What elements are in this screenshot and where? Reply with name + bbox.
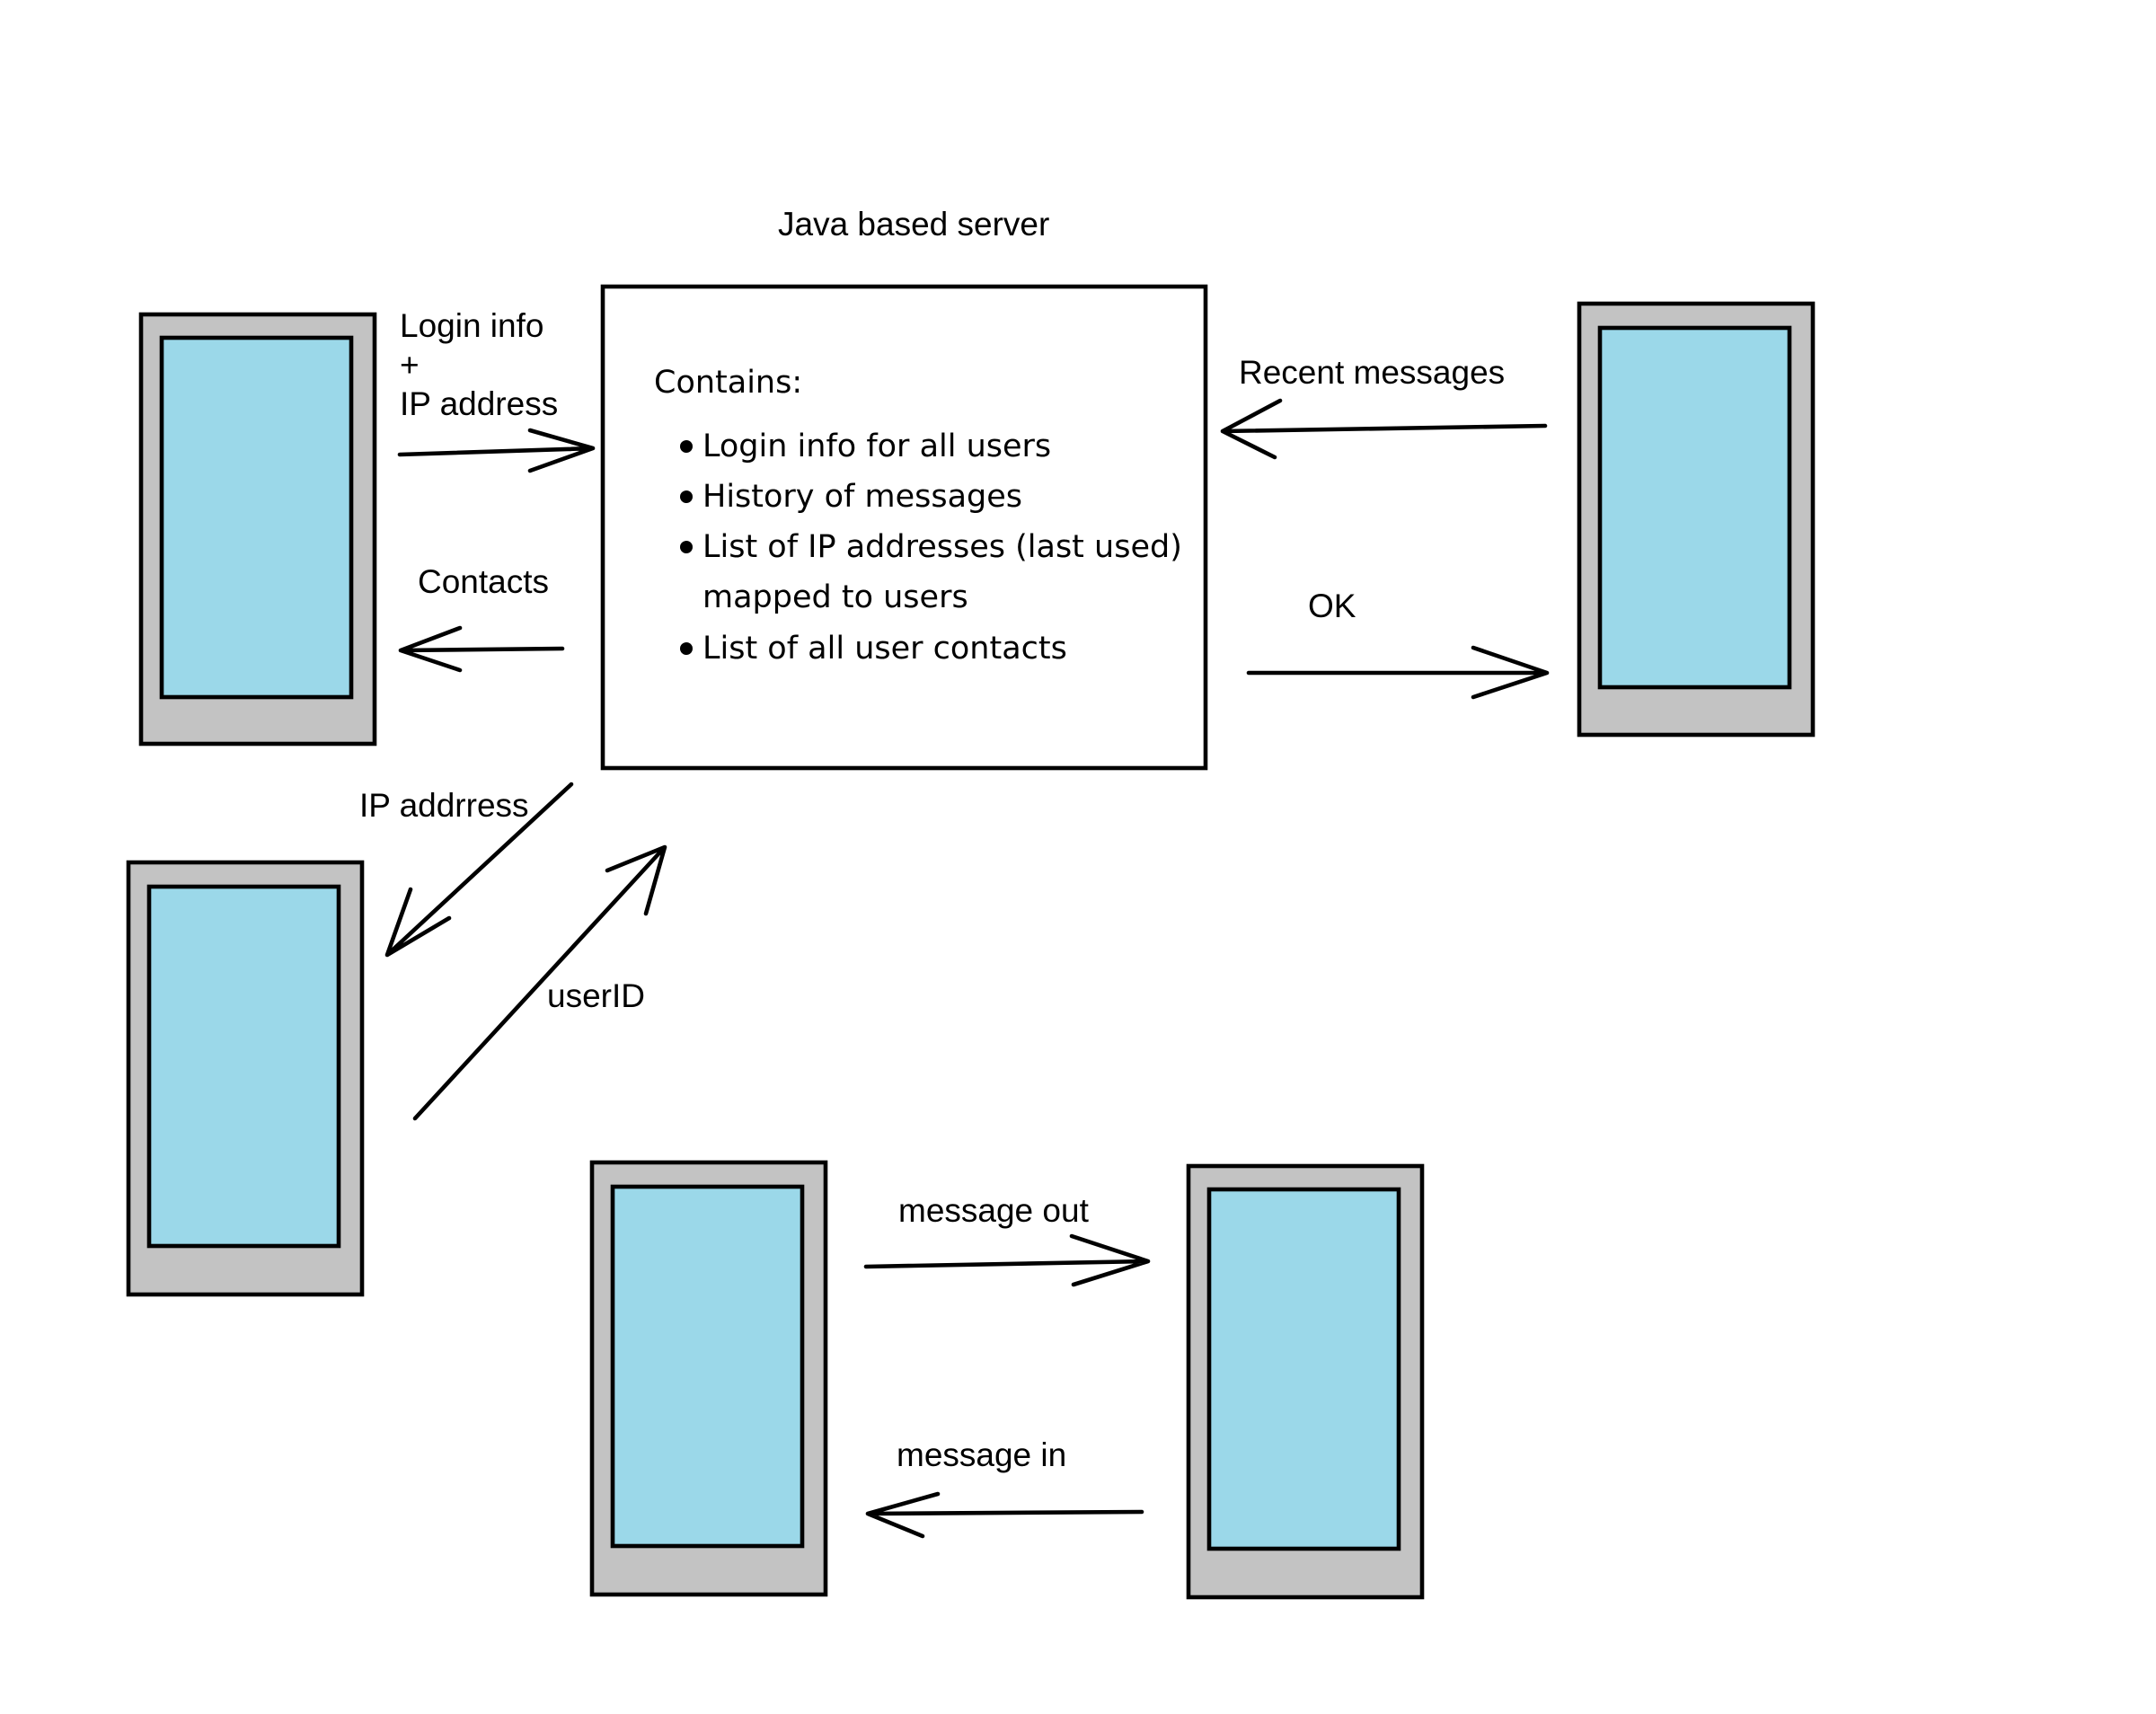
message-in-arrow (865, 1491, 1144, 1539)
phone-icon (1186, 1163, 1425, 1600)
ok-arrow (1246, 645, 1550, 700)
ip-address-label: IP address (400, 385, 558, 422)
server-item-ip-list: List of IP addresses (last used) (702, 529, 1182, 565)
ok-label: OK (1308, 588, 1356, 624)
recent-messages-arrow (1220, 398, 1548, 460)
server-box (600, 284, 1208, 771)
server-item-contacts: List of all user contacts (702, 631, 1067, 667)
phone-icon (1577, 301, 1816, 738)
phone-icon (138, 312, 377, 747)
bullet-icon (680, 490, 693, 503)
bullet-icon (680, 440, 693, 453)
server-contents-heading: Contains: (654, 365, 802, 401)
phone-icon (589, 1160, 828, 1597)
user-id-label: userID (547, 977, 645, 1014)
login-arrow (397, 428, 596, 473)
contacts-arrow (398, 625, 565, 673)
contacts-label: Contacts (418, 563, 549, 600)
message-in-label: message in (897, 1436, 1066, 1473)
message-out-arrow (863, 1233, 1151, 1287)
message-out-label: message out (898, 1192, 1090, 1229)
server-item-history: History of messages (702, 479, 1022, 515)
bullet-icon (680, 541, 693, 553)
ip-addrress-arrow (384, 782, 574, 958)
server-item-login-info: Login info for all users (702, 428, 1051, 464)
server-title: Java based server (778, 206, 1049, 243)
bullet-icon (680, 642, 693, 655)
recent-messages-label: Recent messages (1239, 354, 1505, 391)
phone-icon (126, 860, 365, 1297)
plus-label: + (400, 347, 420, 384)
user-id-arrow (412, 844, 667, 1121)
ip-addrress-label: IP addrress (359, 787, 529, 824)
login-info-label: Login info (400, 307, 543, 344)
server-item-ip-list-continued: mapped to users (702, 579, 968, 615)
